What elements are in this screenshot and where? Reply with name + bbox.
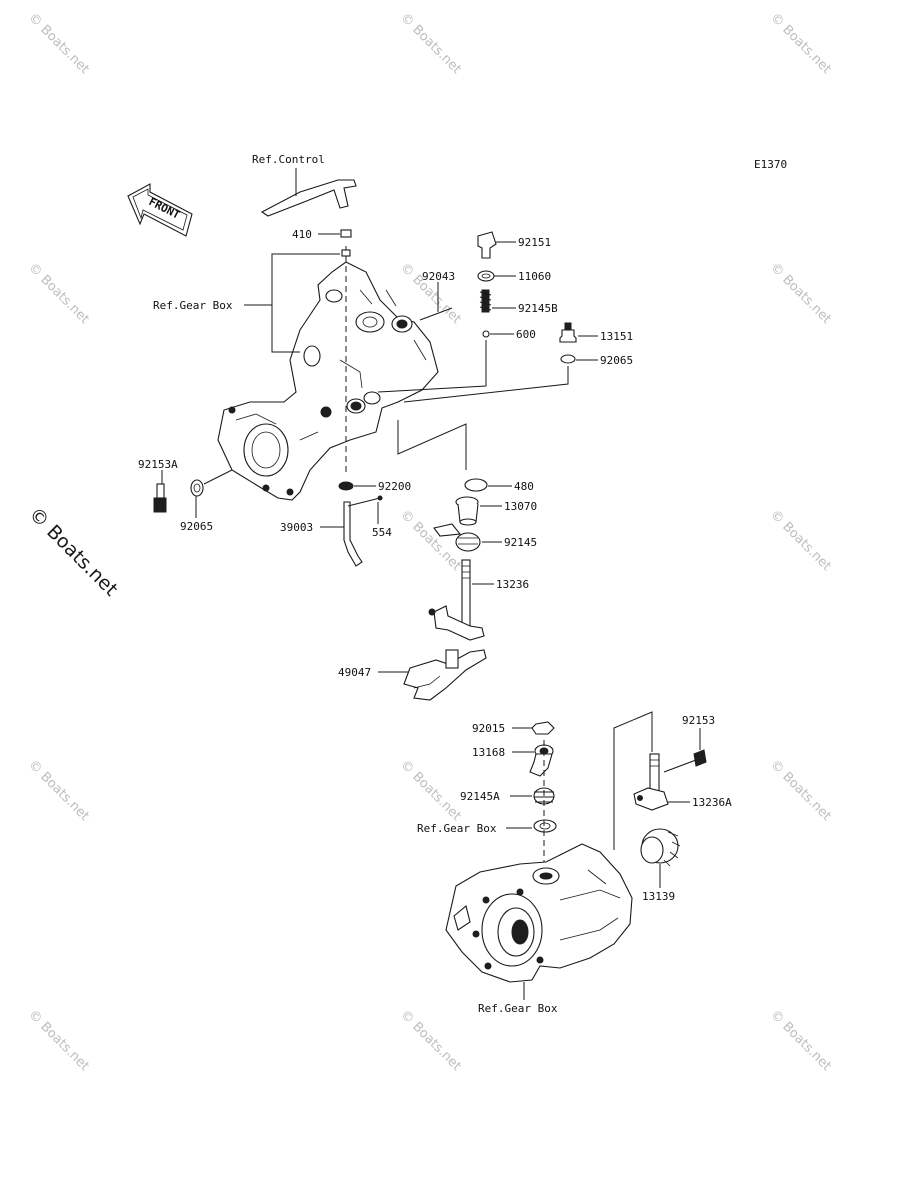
- part-label-600: 600: [516, 328, 536, 341]
- lower-gear-box-housing: [445, 843, 633, 983]
- part-label-480: 480: [514, 480, 534, 493]
- part-label-92043: 92043: [422, 270, 455, 283]
- watermark: © Boats.net: [397, 507, 464, 574]
- part-label-13070: 13070: [504, 500, 537, 513]
- watermark: © Boats.net: [25, 260, 92, 327]
- part-label-92153: 92153: [682, 714, 715, 727]
- watermark: © Boats.net: [25, 10, 92, 77]
- upper-gear-box-housing: [217, 261, 439, 501]
- watermark: © Boats.net: [25, 1007, 92, 1074]
- part-label-13151: 13151: [600, 330, 633, 343]
- watermark: © Boats.net: [767, 1007, 834, 1074]
- bolt-92153A: [153, 483, 167, 513]
- part-label-39003: 39003: [280, 521, 313, 534]
- lever-13168: [529, 744, 554, 777]
- spring-92145: [433, 523, 481, 552]
- part-label-410: 410: [292, 228, 312, 241]
- seal-480: [464, 478, 488, 492]
- washer-92200: [338, 481, 354, 491]
- bolt-92153: [663, 749, 707, 773]
- washer-11060: [477, 270, 495, 282]
- spring-92145B: [479, 289, 492, 313]
- watermark: © Boats.net: [397, 10, 464, 77]
- shaft-13236: [428, 559, 485, 641]
- part-label-554: 554: [372, 526, 392, 539]
- part-label-13139: 13139: [642, 890, 675, 903]
- part-label-92145: 92145: [504, 536, 537, 549]
- watermark: © Boats.net: [25, 757, 92, 824]
- watermark: © Boats.net: [767, 10, 834, 77]
- shift-fork-49047: [403, 649, 487, 701]
- ref-gear-box-label-lower: Ref.Gear Box: [478, 1002, 558, 1015]
- watermark: © Boats.net: [397, 757, 464, 824]
- part-label-92145B: 92145B: [518, 302, 558, 315]
- watermark-grid: © Boats.net © Boats.net © Boats.net © Bo…: [24, 10, 833, 1074]
- ref-control-label: Ref.Control: [252, 153, 325, 166]
- switch-13151: [559, 322, 577, 343]
- part-label-13236A: 13236A: [692, 796, 732, 809]
- watermark: © Boats.net: [767, 260, 834, 327]
- part-label-92151: 92151: [518, 236, 551, 249]
- washer-92065-right: [560, 354, 576, 364]
- shaft-13236A: [633, 753, 669, 811]
- ref-gear-box-label-mid: Ref.Gear Box: [417, 822, 497, 835]
- watermark-large: © Boats.net: [24, 503, 122, 601]
- part-label-92145A: 92145A: [460, 790, 500, 803]
- part-label-92153A: 92153A: [138, 458, 178, 471]
- nut-92015: [531, 721, 555, 735]
- watermark: © Boats.net: [767, 507, 834, 574]
- part-label-49047: 49047: [338, 666, 371, 679]
- part-label-11060: 11060: [518, 270, 551, 283]
- nut-410: [340, 229, 352, 238]
- bushing-13070: [455, 496, 479, 526]
- part-label-13168: 13168: [472, 746, 505, 759]
- watermark: © Boats.net: [397, 1007, 464, 1074]
- ball-600: [482, 330, 490, 338]
- ref-gear-box-label-upper: Ref.Gear Box: [153, 299, 233, 312]
- diagram-code: E1370: [754, 158, 787, 171]
- washer-92065-left: [190, 479, 204, 497]
- part-label-92065-right: 92065: [600, 354, 633, 367]
- control-bracket: [260, 168, 357, 217]
- lever-39003: [343, 495, 383, 567]
- gear-13139: [640, 828, 681, 867]
- watermark: © Boats.net: [767, 757, 834, 824]
- part-label-92065-left: 92065: [180, 520, 213, 533]
- part-label-92015: 92015: [472, 722, 505, 735]
- plug-92151: [477, 231, 497, 259]
- front-arrow-icon: FRONT: [127, 183, 193, 237]
- part-label-13236: 13236: [496, 578, 529, 591]
- part-label-92200: 92200: [378, 480, 411, 493]
